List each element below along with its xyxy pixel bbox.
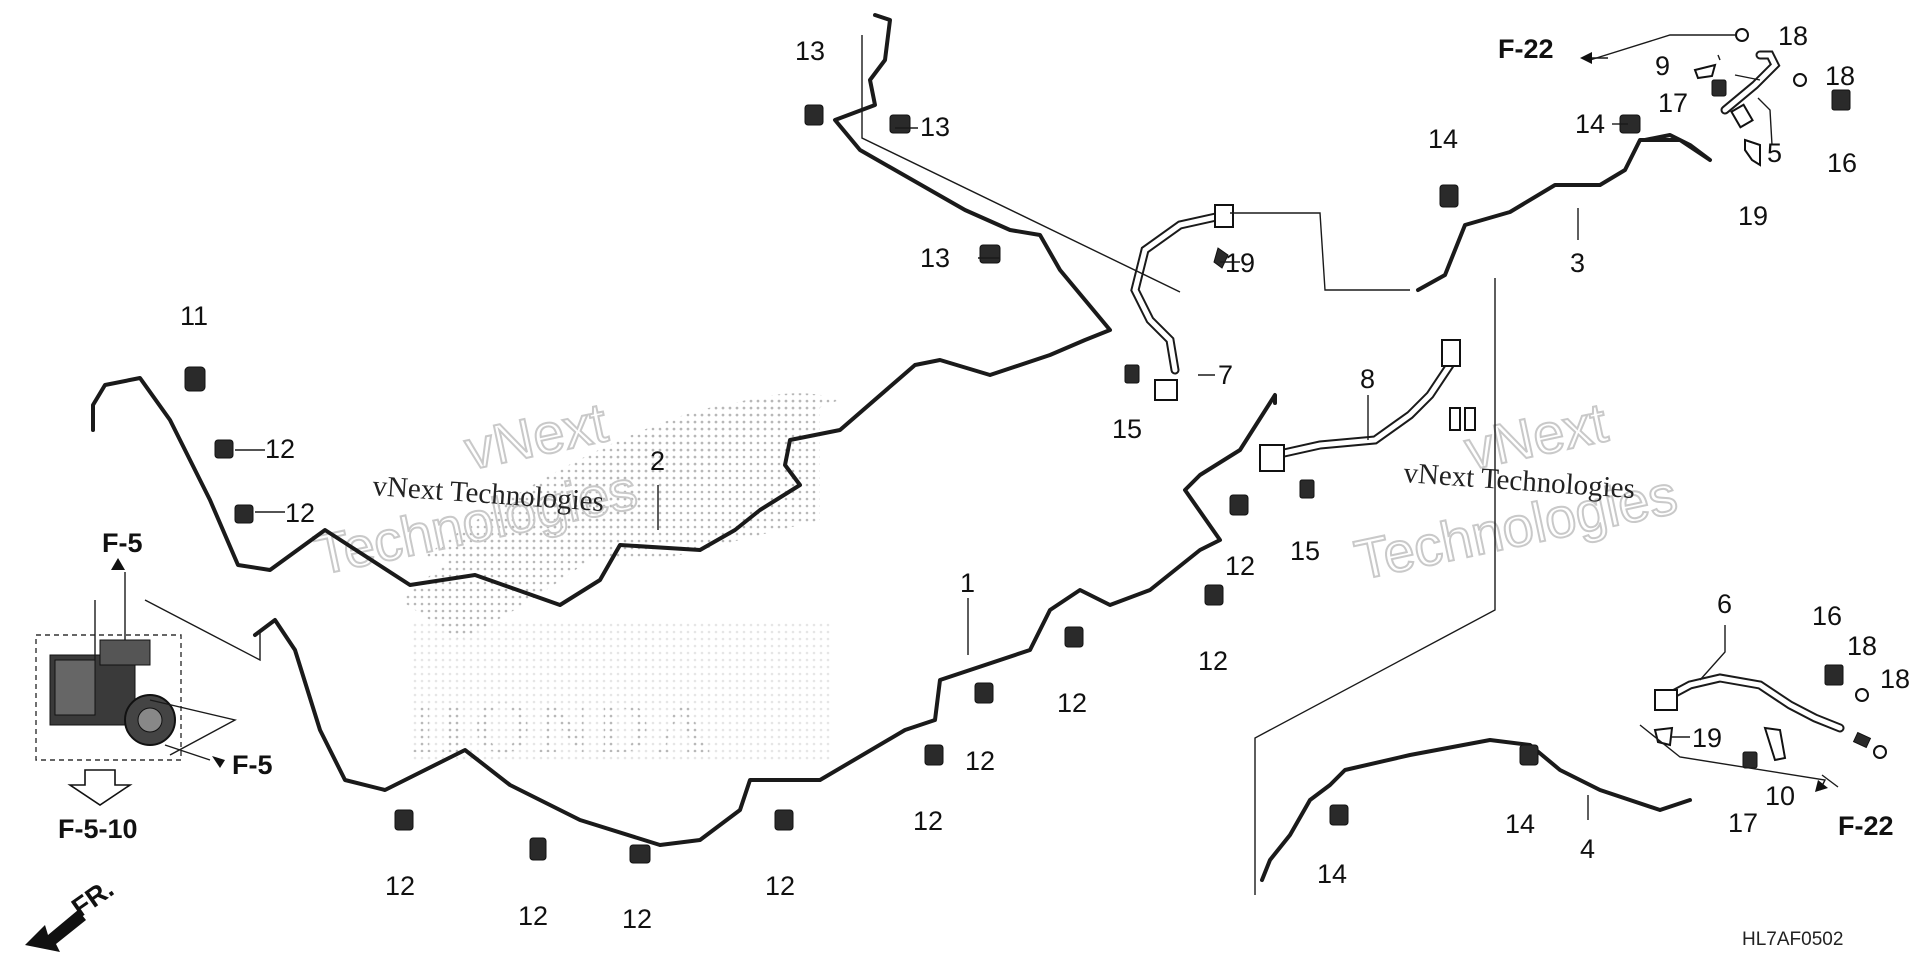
front-arrow-icon: FR. [25, 873, 119, 952]
callout-10: 10 [1765, 781, 1795, 811]
fasteners [1124, 28, 1887, 769]
brake-hose-5 [1720, 50, 1781, 129]
callout-15-b: 15 [1290, 536, 1320, 566]
callout-1: 1 [960, 568, 975, 598]
callout-18-a: 18 [1778, 21, 1808, 51]
callout-19-a: 19 [1225, 248, 1255, 278]
pipe-clips [184, 104, 1641, 864]
brake-hose-8 [1259, 339, 1461, 472]
callout-18-d: 18 [1880, 664, 1910, 694]
ref-f22-bottom: F-22 [1838, 811, 1894, 841]
callouts: 1 2 3 4 5 6 7 8 9 10 11 12 12 12 12 12 1… [180, 21, 1910, 934]
callout-4: 4 [1580, 834, 1595, 864]
leader-lines [235, 34, 1839, 895]
callout-14-c: 14 [1505, 809, 1535, 839]
callout-7: 7 [1218, 360, 1233, 390]
callout-6: 6 [1717, 589, 1732, 619]
honda-logo-text: HONDA [410, 687, 715, 769]
callout-12-d: 12 [518, 901, 548, 931]
callout-11: 11 [180, 301, 208, 331]
callout-12-k: 12 [1225, 551, 1255, 581]
callout-12-e: 12 [622, 904, 652, 934]
ref-f5-top: F-5 [102, 528, 143, 558]
diagram-code: HL7AF0502 [1742, 929, 1843, 950]
callout-5: 5 [1767, 138, 1782, 168]
brake-pipe-1 [253, 393, 1277, 847]
brake-pipe-2 [91, 13, 1112, 607]
callout-16-b: 16 [1812, 601, 1842, 631]
callout-13-c: 13 [920, 243, 950, 273]
brake-pipe-3 [1416, 133, 1712, 292]
callout-18-c: 18 [1847, 631, 1877, 661]
callout-12-g: 12 [913, 806, 943, 836]
callout-14-d: 14 [1317, 859, 1347, 889]
callout-19-b: 19 [1738, 201, 1768, 231]
reference-labels: F-22 F-22 F-5 F-5 F-5-10 [58, 34, 1894, 844]
callout-2: 2 [650, 446, 665, 476]
ref-f5-10: F-5-10 [58, 814, 138, 844]
brake-pipe-4 [1260, 738, 1692, 882]
callout-12-j: 12 [1198, 646, 1228, 676]
abs-modulator [35, 634, 182, 761]
brake-hose-6 [1654, 673, 1872, 749]
ref-f22-top: F-22 [1498, 34, 1554, 64]
callout-9: 9 [1655, 51, 1670, 81]
callout-12-f: 12 [765, 871, 795, 901]
callout-13-a: 13 [795, 36, 825, 66]
honda-logo-watermark: HONDA [400, 393, 840, 769]
callout-12-a: 12 [265, 434, 295, 464]
callout-14-a: 14 [1428, 124, 1458, 154]
callout-19-c: 19 [1692, 723, 1722, 753]
callout-3: 3 [1570, 248, 1585, 278]
callout-16-a: 16 [1827, 148, 1857, 178]
callout-17-a: 17 [1658, 88, 1688, 118]
callout-14-b: 14 [1575, 109, 1605, 139]
callout-18-b: 18 [1825, 61, 1855, 91]
callout-8: 8 [1360, 364, 1375, 394]
callout-15-a: 15 [1112, 414, 1142, 444]
callout-12-c: 12 [385, 871, 415, 901]
callout-12-h: 12 [965, 746, 995, 776]
brake-hose-7 [1130, 204, 1234, 401]
callout-13-b: 13 [920, 112, 950, 142]
callout-17-b: 17 [1728, 808, 1758, 838]
callout-12-b: 12 [285, 498, 315, 528]
ref-f5-right: F-5 [232, 750, 273, 780]
callout-12-i: 12 [1057, 688, 1087, 718]
